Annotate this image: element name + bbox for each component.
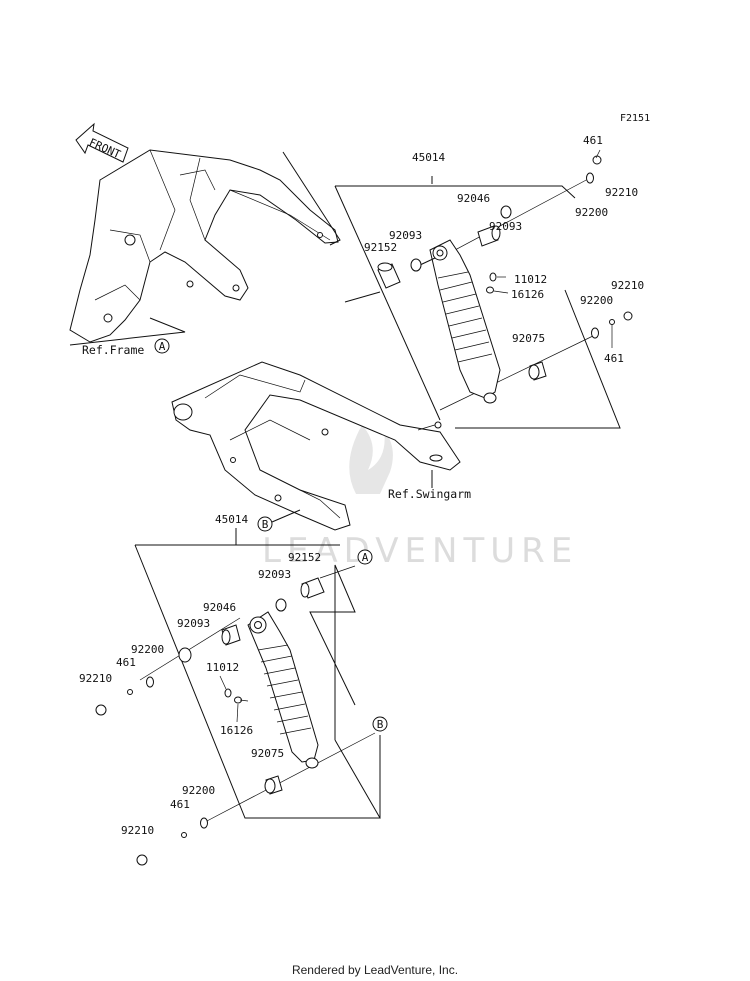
lower-label-92200-bottom: 92200: [182, 784, 215, 797]
lower-collar-92075: [264, 775, 283, 795]
ref-frame-label: Ref.Frame: [82, 343, 144, 357]
lower-bushing-92046: [221, 624, 241, 646]
upper-collar-92152: [377, 262, 401, 289]
callout-b-swingarm: B: [257, 509, 301, 532]
lower-washer-461-top: [127, 689, 133, 695]
upper-nut-92210-top: [592, 155, 602, 165]
upper-label-92046: 92046: [457, 192, 490, 205]
footer-credit: Rendered by LeadVenture, Inc.: [291, 963, 459, 977]
upper-label-92093-right: 92093: [489, 220, 522, 233]
callout-a-lower-text: A: [362, 551, 369, 564]
lower-label-92210-bottom: 92210: [121, 824, 154, 837]
upper-shock-absorber: [419, 239, 501, 404]
lower-label-45014: 45014: [215, 513, 248, 526]
upper-washer-92093-left: [410, 258, 422, 272]
upper-label-92093-left: 92093: [389, 229, 422, 242]
upper-label-92200-top: 92200: [575, 206, 608, 219]
ref-swingarm-label: Ref.Swingarm: [388, 487, 471, 501]
figure-code: F2151: [620, 113, 650, 124]
lower-label-92210-top: 92210: [79, 672, 112, 685]
lower-label-16126: 16126: [220, 724, 253, 737]
upper-label-11012: 11012: [514, 273, 547, 286]
upper-washer-92200-top: [586, 172, 594, 184]
upper-washer-92093-right: [500, 205, 512, 219]
watermark-text: LEADVENTURE: [262, 531, 578, 571]
callout-b-text: B: [262, 518, 269, 531]
lower-washer-92093-top: [275, 598, 287, 612]
lower-washer-92093-left: [178, 647, 192, 663]
lower-nut-92210-bottom: [136, 854, 148, 866]
upper-label-461-right: 461: [604, 352, 624, 365]
upper-fitting-16126: [486, 286, 494, 294]
upper-bushing-92046: [477, 225, 501, 247]
upper-nut-92210-right: [623, 311, 633, 321]
upper-washer-92200-right: [591, 327, 599, 339]
lower-collar-92152: [300, 577, 325, 599]
lower-label-92093-left: 92093: [177, 617, 210, 630]
lower-label-11012: 11012: [206, 661, 239, 674]
lower-washer-461-bottom: [181, 832, 187, 838]
frame-drawing: [69, 149, 341, 346]
lower-nut-92210-top: [95, 704, 107, 716]
lower-washer-92200-top: [146, 676, 154, 688]
upper-bolt-11012: [489, 272, 497, 282]
callout-a-frame: A: [154, 338, 170, 354]
lower-label-461-top: 461: [116, 656, 136, 669]
upper-washer-461-right: [609, 319, 615, 325]
upper-label-92152: 92152: [364, 241, 397, 254]
callout-a-text: A: [159, 340, 166, 353]
lower-label-92046: 92046: [203, 601, 236, 614]
upper-label-92210-top: 92210: [605, 186, 638, 199]
lower-label-461-bottom: 461: [170, 798, 190, 811]
callout-b-lower-text: B: [377, 718, 384, 731]
lower-label-92075: 92075: [251, 747, 284, 760]
lower-label-92200-top: 92200: [131, 643, 164, 656]
upper-label-92200-right: 92200: [580, 294, 613, 307]
lower-shock-absorber: [247, 611, 319, 769]
upper-label-92075: 92075: [512, 332, 545, 345]
callout-b-lower: B: [372, 716, 388, 732]
lower-label-92152: 92152: [288, 551, 321, 564]
upper-shock-assembly: 45014 461 92210 92200 92046 92093 92093 …: [334, 134, 644, 431]
lower-washer-92200-bottom: [200, 817, 208, 829]
swingarm-drawing: [171, 361, 461, 531]
upper-label-92210-right: 92210: [611, 279, 644, 292]
upper-label-45014: 45014: [412, 151, 445, 164]
lower-shock-assembly: 45014 92152 92093 92046 92093 92200 461 …: [79, 513, 381, 866]
lower-label-92093-top: 92093: [258, 568, 291, 581]
callout-a-lower: A: [357, 549, 373, 565]
upper-collar-92075: [528, 361, 547, 381]
upper-label-461-top: 461: [583, 134, 603, 147]
upper-label-16126: 16126: [511, 288, 544, 301]
lower-bolt-11012: [224, 688, 232, 698]
watermark: LEADVENTURE: [262, 425, 578, 571]
front-arrow-icon: FRONT: [75, 122, 129, 163]
